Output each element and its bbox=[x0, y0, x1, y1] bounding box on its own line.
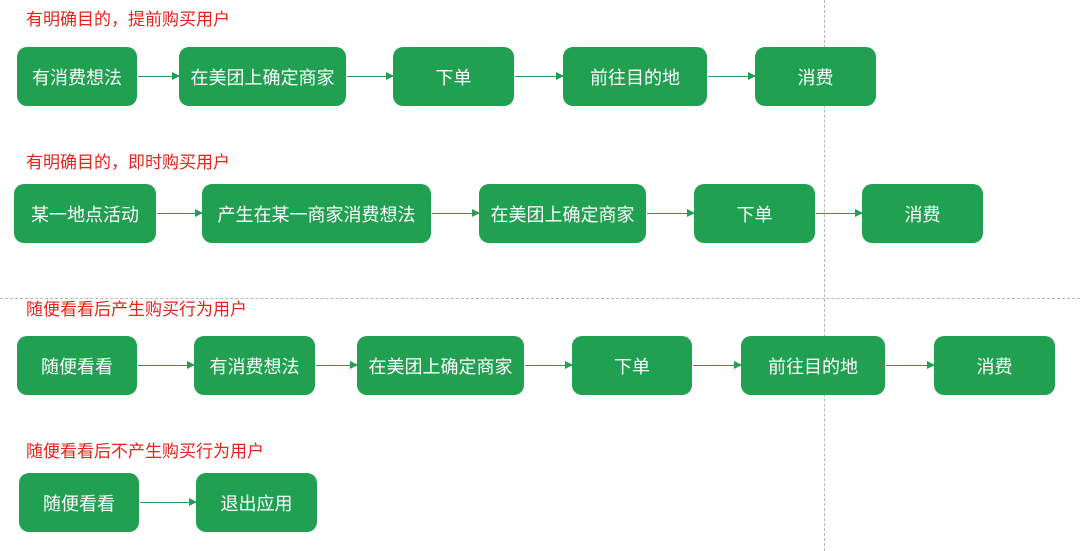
flow-2-step-5: 消费 bbox=[862, 184, 983, 243]
flow-4-step-1: 随便看看 bbox=[19, 473, 139, 532]
flow-4-arrow-1 bbox=[140, 497, 197, 506]
flow-3-arrow-2 bbox=[316, 360, 358, 369]
flow-1-step-4: 前往目的地 bbox=[563, 47, 707, 106]
flow-4-title: 随便看看后不产生购买行为用户 bbox=[26, 442, 264, 462]
flow-1-arrow-3 bbox=[515, 71, 564, 80]
flow-3-step-5: 前往目的地 bbox=[741, 336, 885, 395]
flow-2-step-3: 在美团上确定商家 bbox=[479, 184, 646, 243]
flow-2-arrow-1 bbox=[157, 208, 203, 217]
horizontal-dashed-divider bbox=[0, 298, 1080, 299]
flow-1-step-5: 消费 bbox=[755, 47, 876, 106]
flow-3-step-2: 有消费想法 bbox=[194, 336, 315, 395]
flow-1-arrow-1 bbox=[138, 71, 180, 80]
flow-3-arrow-4 bbox=[693, 360, 742, 369]
flow-1-step-2: 在美团上确定商家 bbox=[179, 47, 346, 106]
flow-2-step-2: 产生在某一商家消费想法 bbox=[202, 184, 431, 243]
vertical-dashed-divider bbox=[824, 0, 825, 551]
flow-4-step-2: 退出应用 bbox=[196, 473, 317, 532]
flow-3-step-4: 下单 bbox=[572, 336, 692, 395]
flow-3-step-3: 在美团上确定商家 bbox=[357, 336, 524, 395]
flow-2-arrow-4 bbox=[816, 208, 863, 217]
flow-2-arrow-2 bbox=[432, 208, 480, 217]
flow-1-arrow-2 bbox=[347, 71, 394, 80]
flow-1-title: 有明确目的，提前购买用户 bbox=[26, 10, 230, 30]
flow-2-title: 有明确目的，即时购买用户 bbox=[26, 153, 230, 173]
flow-3-title: 随便看看后产生购买行为用户 bbox=[26, 300, 247, 320]
flow-3-step-6: 消费 bbox=[934, 336, 1055, 395]
flow-2-arrow-3 bbox=[647, 208, 695, 217]
flow-3-arrow-5 bbox=[886, 360, 935, 369]
flow-3-arrow-3 bbox=[525, 360, 573, 369]
flow-2-step-1: 某一地点活动 bbox=[14, 184, 156, 243]
flow-3-arrow-1 bbox=[138, 360, 195, 369]
flow-1-arrow-4 bbox=[708, 71, 756, 80]
flow-3-step-1: 随便看看 bbox=[17, 336, 137, 395]
flow-1-step-1: 有消费想法 bbox=[17, 47, 137, 106]
flow-1-step-3: 下单 bbox=[393, 47, 514, 106]
flow-2-step-4: 下单 bbox=[694, 184, 815, 243]
